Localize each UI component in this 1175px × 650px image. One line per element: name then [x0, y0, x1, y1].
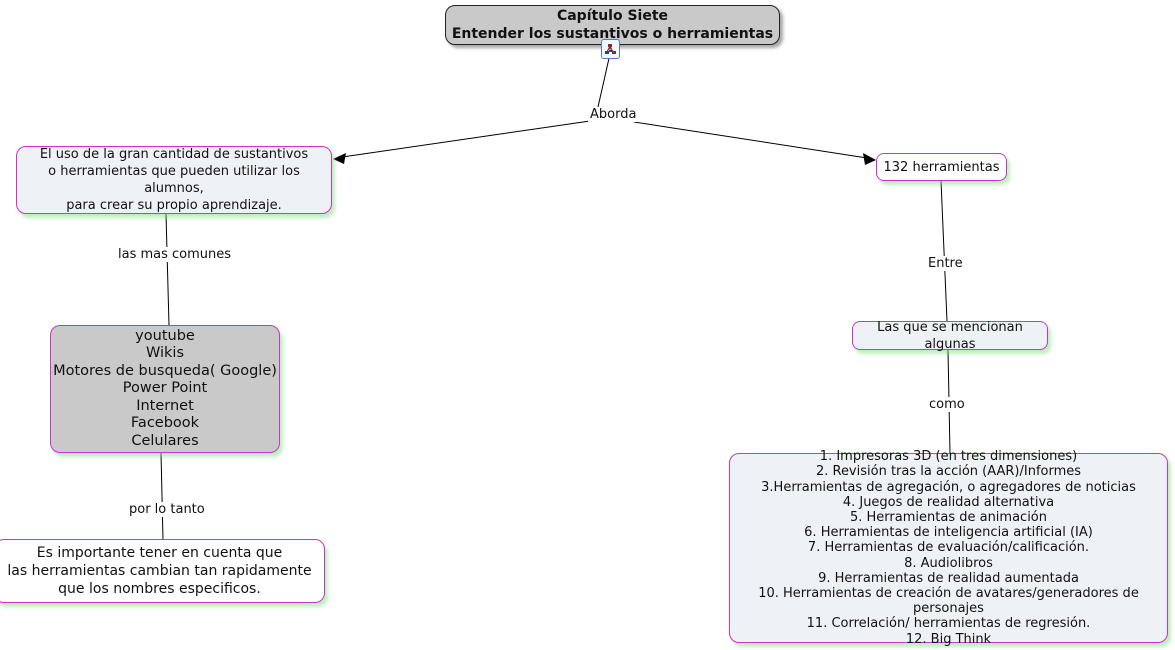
linking-phrase-aborda[interactable]: Aborda [588, 107, 639, 122]
node-lista-de-herramientas[interactable]: 1. Impresoras 3D (en tres dimensiones) 2… [729, 449, 1168, 647]
node-las-que-se-mencionan[interactable]: Las que se mencionan algunas [852, 320, 1048, 352]
arrowhead-left [333, 153, 346, 164]
node-uso-de-sustantivos[interactable]: El uso de la gran cantidad de sustantivo… [16, 146, 332, 214]
node-herramientas-comunes[interactable]: youtube Wikis Motores de busqueda( Googl… [50, 325, 280, 453]
linking-phrase-como[interactable]: como [927, 397, 967, 412]
concept-map-resource-icon[interactable] [601, 39, 620, 59]
linking-phrase-entre[interactable]: Entre [926, 256, 965, 271]
arrowhead-right [863, 153, 876, 165]
linking-phrase-por-lo-tanto[interactable]: por lo tanto [127, 502, 207, 517]
node-es-importante[interactable]: Es importante tener en cuenta que las he… [0, 539, 325, 603]
linking-phrase-las-mas-comunes[interactable]: las mas comunes [116, 247, 234, 262]
mini-tree-glyph [605, 43, 616, 54]
node-132-herramientas[interactable]: 132 herramientas [876, 153, 1007, 181]
